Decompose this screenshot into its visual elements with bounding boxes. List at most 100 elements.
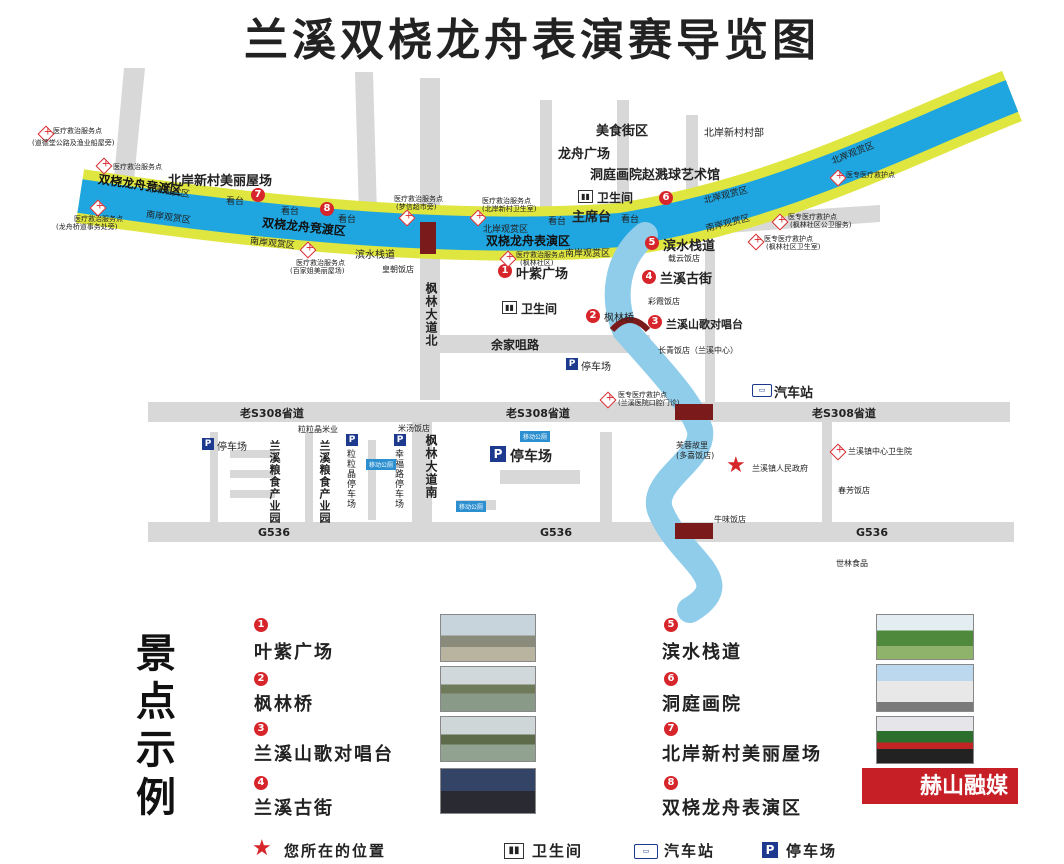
medical-label: (龙舟桥道事务处旁) [56, 223, 118, 231]
gov-label: 兰溪镇人民政府 [752, 464, 808, 473]
fenglin-road-north [420, 250, 440, 400]
road-nw [112, 68, 145, 200]
medical-label: (道德堂公路及渔业船屋旁) [32, 139, 115, 147]
legend-bus: 汽车站 [664, 842, 716, 860]
medical-label: 医疗救治服务点 [74, 215, 123, 223]
wc-icon: ▮▮ [578, 190, 593, 203]
medical-label: 医疗救治服务点 [482, 197, 531, 205]
medical-label: 医疗救治服务点 [296, 259, 345, 267]
star-icon: ★ [252, 836, 272, 861]
restaurant-label: 载云饭店 [668, 254, 700, 263]
company-label: 粒粒晶米业 [298, 425, 338, 434]
spot-marker[interactable]: 2 [586, 309, 600, 323]
stand-label: 看台 [226, 197, 245, 207]
map-title: 兰溪双桡龙舟表演赛导览图 [244, 15, 820, 66]
parking-icon: P [394, 434, 406, 446]
viewing-label: 南岸观赏区 [565, 249, 611, 259]
legend-num: 8 [664, 776, 678, 790]
restaurant-label: 皇朝饭店 [382, 265, 414, 274]
medical-label: 医专医疗救护点 [764, 235, 813, 243]
dragon-square-label: 龙舟广场 [558, 147, 611, 162]
medical-label: 医疗救治服务点 [516, 251, 565, 259]
legend-num: 1 [254, 618, 268, 632]
north-village-house-label: 北岸新村美丽屋场 [168, 174, 273, 189]
medical-label: 医疗救治服务点 [113, 163, 162, 171]
bus-icon: ▭ [634, 844, 658, 859]
parking-label: 幸福路停车场 [393, 449, 403, 509]
medical-label: 医专医疗救护点 [846, 171, 895, 179]
place-label: (多喜饭店) [676, 451, 715, 460]
spot-marker[interactable]: 1 [498, 264, 512, 278]
main-stage-label: 主席台 [572, 210, 612, 225]
legend-num: 5 [664, 618, 678, 632]
spot-marker[interactable]: 8 [320, 202, 334, 216]
legend-num: 6 [664, 672, 678, 686]
legend-label: 叶紫广场 [254, 642, 334, 663]
legend-label: 枫林桥 [254, 694, 314, 715]
restaurant-label: 彩霞饭店 [648, 297, 680, 306]
parking-icon: P [490, 446, 506, 462]
photo-song-stage [440, 716, 536, 762]
photo-gallery [876, 664, 974, 712]
spot-marker[interactable]: 4 [642, 270, 656, 284]
road-mid-south [600, 432, 612, 522]
road-se [822, 422, 832, 522]
photo-yezi-square [440, 614, 536, 662]
parking-icon: P [346, 434, 358, 446]
road-label: G536 [540, 526, 572, 539]
parking-label: 停车场 [581, 362, 611, 373]
restaurant-label: 牛味饭店 [714, 515, 746, 524]
stand-label: 看台 [548, 217, 567, 227]
road-label: 老S308省道 [812, 407, 876, 420]
legend-parking: 停车场 [786, 842, 838, 860]
stand-label: 看台 [621, 215, 640, 225]
road-label: G536 [856, 526, 888, 539]
legend-label: 滨水栈道 [662, 642, 742, 663]
yujia-road [440, 335, 650, 353]
mobile-wc-tag: 移动公厕 [366, 459, 397, 470]
you-are-here-star: ★ [726, 453, 746, 478]
legend-label: 洞庭画院 [662, 694, 742, 715]
spot-marker[interactable]: 3 [648, 315, 662, 329]
restaurant-label: 米汤饭店 [398, 424, 430, 433]
bus-label: 汽车站 [774, 386, 814, 401]
village-dept-label: 北岸新村村部 [704, 128, 764, 139]
legend-you-are-here: 您所在的位置 [284, 842, 387, 860]
place-label: 芙蓉故里 [676, 441, 708, 450]
canal [604, 222, 723, 623]
parking-icon: P [202, 438, 214, 450]
stand-label: 看台 [281, 207, 300, 217]
legend-label: 双桡龙舟表演区 [662, 798, 802, 819]
health-label: 兰溪镇中心卫生院 [848, 447, 912, 456]
photo-maple-bridge [440, 666, 536, 712]
road-food [617, 100, 629, 220]
road-label: G536 [258, 526, 290, 539]
gallery-label: 洞庭画院赵溅球艺术馆 [590, 168, 721, 183]
parking-icon: P [566, 358, 578, 370]
wc-icon: ▮▮ [502, 301, 517, 314]
spot-label: 兰溪古街 [660, 272, 713, 287]
spot-marker[interactable]: 5 [645, 236, 659, 250]
spot-marker[interactable]: 7 [251, 188, 265, 202]
wc-label: 卫生间 [521, 302, 558, 316]
grain-block-2 [230, 470, 275, 478]
road-park1 [210, 432, 218, 522]
spot-marker[interactable]: 6 [659, 191, 673, 205]
parking-label: 粒粒晶停车场 [345, 449, 355, 509]
viewing-label: 北岸观赏区 [483, 225, 529, 235]
wc-label: 卫生间 [597, 191, 634, 205]
road-label: 枫林大道南 [424, 434, 438, 499]
medical-label: (百家姐美丽屋场) [290, 267, 345, 275]
medical-label: 医疗救治服务点 [394, 195, 443, 203]
restaurant-label: 长青饭店（兰溪中心） [658, 346, 738, 355]
photo-ancient-street [440, 768, 536, 814]
spot-label: 兰溪山歌对唱台 [666, 318, 743, 331]
photo-waterside-trail [876, 614, 974, 660]
grain-block-1 [230, 450, 275, 458]
parking-label: 停车场 [510, 449, 552, 465]
fenglin-road-south [412, 422, 432, 522]
bridge-fenglin [420, 222, 436, 254]
mobile-wc-tag: 移动公厕 [520, 431, 551, 442]
area-label: 兰溪粮食产业园 [268, 440, 281, 524]
